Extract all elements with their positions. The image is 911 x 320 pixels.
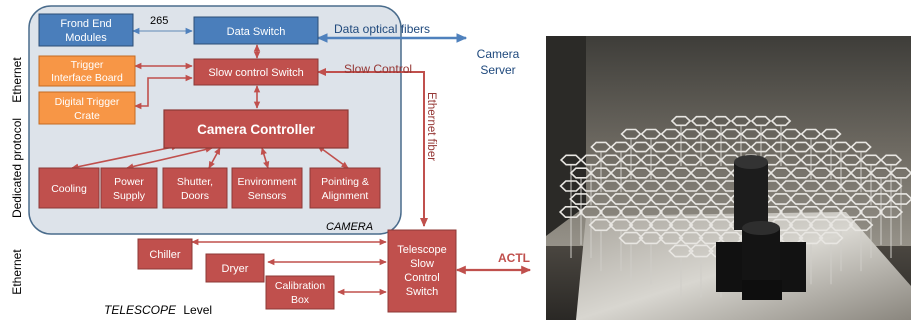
link-controller-pointing [317,145,349,169]
system-block-diagram: Ethernet Dedicated protocol Ethernet CAM… [10,5,532,317]
data-optical-fibers-label: Data optical fibers [334,22,430,36]
digital-trigger-crate-box: Digital Trigger Crate [38,91,136,125]
calibration-box: Calibration Box [265,275,335,310]
subsystem-pointing-alignment-label-1: Pointing & [321,176,369,188]
subsystem-environment-sensors-label-1: Environment [238,176,297,188]
side-label-dedicated-protocol: Dedicated protocol [10,118,24,218]
link-controller-environment [260,147,270,169]
slow-control-label: Slow Control [344,62,412,76]
camera-controller-label: Camera Controller [197,122,316,137]
calibration-label-2: Box [291,294,310,306]
subsystem-pointing-alignment-box: Pointing & Alignment [309,167,381,209]
tsc-label-1: Telescope [397,244,447,256]
subsystem-power-supply-label-1: Power [114,176,144,188]
frontend-modules-box: Frond End Modules [38,13,134,47]
subsystem-cooling-label-1: Cooling [51,183,87,195]
subsystem-shutter-doors-box: Shutter, Doors [162,167,228,209]
side-label-ethernet-top: Ethernet [10,57,24,103]
trigger-board-label-1: Trigger [71,59,104,71]
tsc-label-4: Switch [406,286,438,298]
camera-server-label-1: Camera [477,47,520,61]
calibration-label-1: Calibration [275,280,325,292]
subsystem-shutter-doors-label-1: Shutter, [177,176,213,188]
frontend-modules-label-1: Frond End [60,18,111,30]
tsc-label-2: Slow [410,258,434,270]
link-controller-shutter [208,147,221,169]
photo-pmt-modules [716,155,806,300]
link-dtc-scswitch [134,74,193,110]
subsystem-pointing-alignment-label-2: Alignment [322,190,369,202]
photo-door-edge [546,36,586,236]
dryer-label: Dryer [222,263,249,275]
sc-switch-label: Slow control Switch [208,67,303,79]
telescope-level-label: TELESCOPE Level [104,303,212,317]
subsystem-environment-sensors-label-2: Sensors [248,190,287,202]
subsystem-power-supply-label-2: Supply [113,190,146,202]
camera-server-label-2: Server [480,63,515,77]
link-controller-power [126,146,213,170]
ethernet-fiber-line [317,68,428,227]
dtc-label-1: Digital Trigger [55,96,120,108]
dryer-box: Dryer [205,253,265,283]
subsystem-shutter-doors-label-2: Doors [181,190,209,202]
trigger-interface-board-box: Trigger Interface Board [38,55,136,87]
telescope-level-italic: TELESCOPE [104,303,177,317]
tsc-label-3: Control [404,272,439,284]
telescope-level-word: Level [183,303,212,317]
dtc-label-2: Crate [74,110,100,122]
chiller-label: Chiller [149,249,181,261]
data-switch-label: Data Switch [227,26,286,38]
frontend-modules-label-2: Modules [65,32,107,44]
chiller-box: Chiller [137,238,193,270]
subsystem-cooling-box: Cooling [38,167,100,209]
link-count-label: 265 [150,15,168,27]
side-label-ethernet-bottom: Ethernet [10,249,24,295]
trigger-board-label-2: Interface Board [51,72,123,84]
ethernet-fiber-label: Ethernet fiber [425,92,437,161]
data-switch-box: Data Switch [193,16,319,45]
camera-label: CAMERA [326,221,373,233]
camera-frame-photo [546,36,911,320]
telescope-slow-control-switch-box: Telescope Slow Control Switch [387,229,457,313]
slow-control-switch-box: Slow control Switch [193,58,319,86]
camera-controller-box: Camera Controller [163,109,349,149]
actl-label: ACTL [498,251,530,265]
